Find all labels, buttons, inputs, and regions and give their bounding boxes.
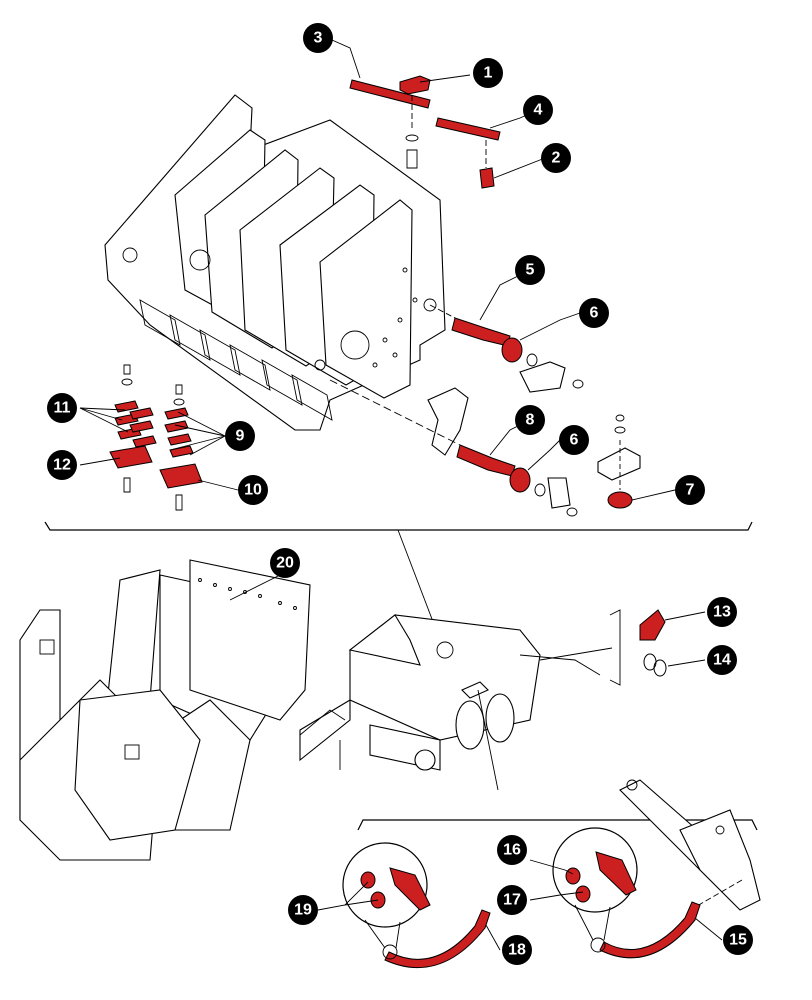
svg-text:7: 7 [686, 482, 695, 499]
svg-text:14: 14 [713, 652, 731, 669]
svg-text:13: 13 [713, 604, 731, 621]
callout-17: 17 [497, 885, 527, 915]
bushing-6-lower [509, 467, 531, 493]
callout-3: 3 [303, 23, 333, 53]
svg-text:20: 20 [276, 555, 294, 572]
baler-machine [299, 609, 621, 791]
knotter-frame-assembly [104, 94, 446, 431]
detail-view-left [342, 842, 431, 960]
svg-text:6: 6 [590, 305, 599, 322]
callout-8: 8 [515, 405, 545, 435]
svg-text:9: 9 [236, 428, 245, 445]
svg-text:12: 12 [53, 457, 71, 474]
bracket-group [597, 414, 641, 509]
svg-text:17: 17 [503, 892, 521, 909]
callout-1: 1 [473, 58, 503, 88]
svg-text:16: 16 [503, 842, 521, 859]
callout-11: 11 [47, 393, 77, 423]
shim-10 [159, 463, 203, 489]
bolt-part-2 [479, 167, 495, 189]
spring-14 [643, 653, 667, 677]
shaft-5 [451, 317, 511, 347]
svg-text:18: 18 [508, 942, 526, 959]
callout-9: 9 [225, 421, 255, 451]
svg-text:6: 6 [570, 432, 579, 449]
svg-text:11: 11 [54, 400, 71, 417]
callout-6-lower: 6 [559, 425, 589, 455]
svg-text:5: 5 [526, 262, 535, 279]
shaft-8 [456, 444, 516, 477]
callout-20: 20 [270, 548, 300, 578]
svg-text:3: 3 [314, 30, 323, 47]
bushing-6-upper [501, 337, 523, 363]
svg-text:2: 2 [552, 150, 561, 167]
shim-12 [109, 445, 153, 469]
knife-bar-3 [349, 79, 431, 109]
callout-19: 19 [288, 895, 318, 925]
callout-7: 7 [675, 475, 705, 505]
detail-view-right [552, 827, 638, 953]
callout-6-upper: 6 [579, 298, 609, 328]
svg-text:19: 19 [294, 902, 312, 919]
hook-15 [599, 901, 701, 959]
knife-bar-4 [435, 117, 501, 141]
knife-bar-group [349, 75, 501, 189]
callout-10: 10 [238, 475, 268, 505]
part-13 [639, 609, 666, 641]
chute-assembly [19, 559, 311, 861]
callout-16: 16 [497, 835, 527, 865]
callout-13: 13 [707, 597, 737, 627]
svg-text:4: 4 [534, 102, 543, 119]
svg-text:15: 15 [729, 932, 747, 949]
callout-5: 5 [515, 255, 545, 285]
hook-18 [384, 909, 491, 969]
shim-stacks [109, 364, 203, 511]
svg-text:8: 8 [526, 412, 535, 429]
callout-4: 4 [523, 95, 553, 125]
shaft-group-lower [329, 379, 578, 517]
callout-2: 2 [541, 143, 571, 173]
callout-12: 12 [47, 450, 77, 480]
callout-14: 14 [707, 645, 737, 675]
hook-arm-assembly [384, 779, 761, 969]
svg-text:10: 10 [244, 482, 262, 499]
leader-lines [79, 39, 723, 951]
callout-15: 15 [723, 925, 753, 955]
clamp-part-1 [399, 75, 431, 95]
right-small-parts [639, 609, 667, 677]
callout-18: 18 [502, 935, 532, 965]
svg-text:1: 1 [484, 65, 493, 82]
shaft-group-upper [429, 304, 584, 393]
buffer-7 [607, 491, 633, 509]
